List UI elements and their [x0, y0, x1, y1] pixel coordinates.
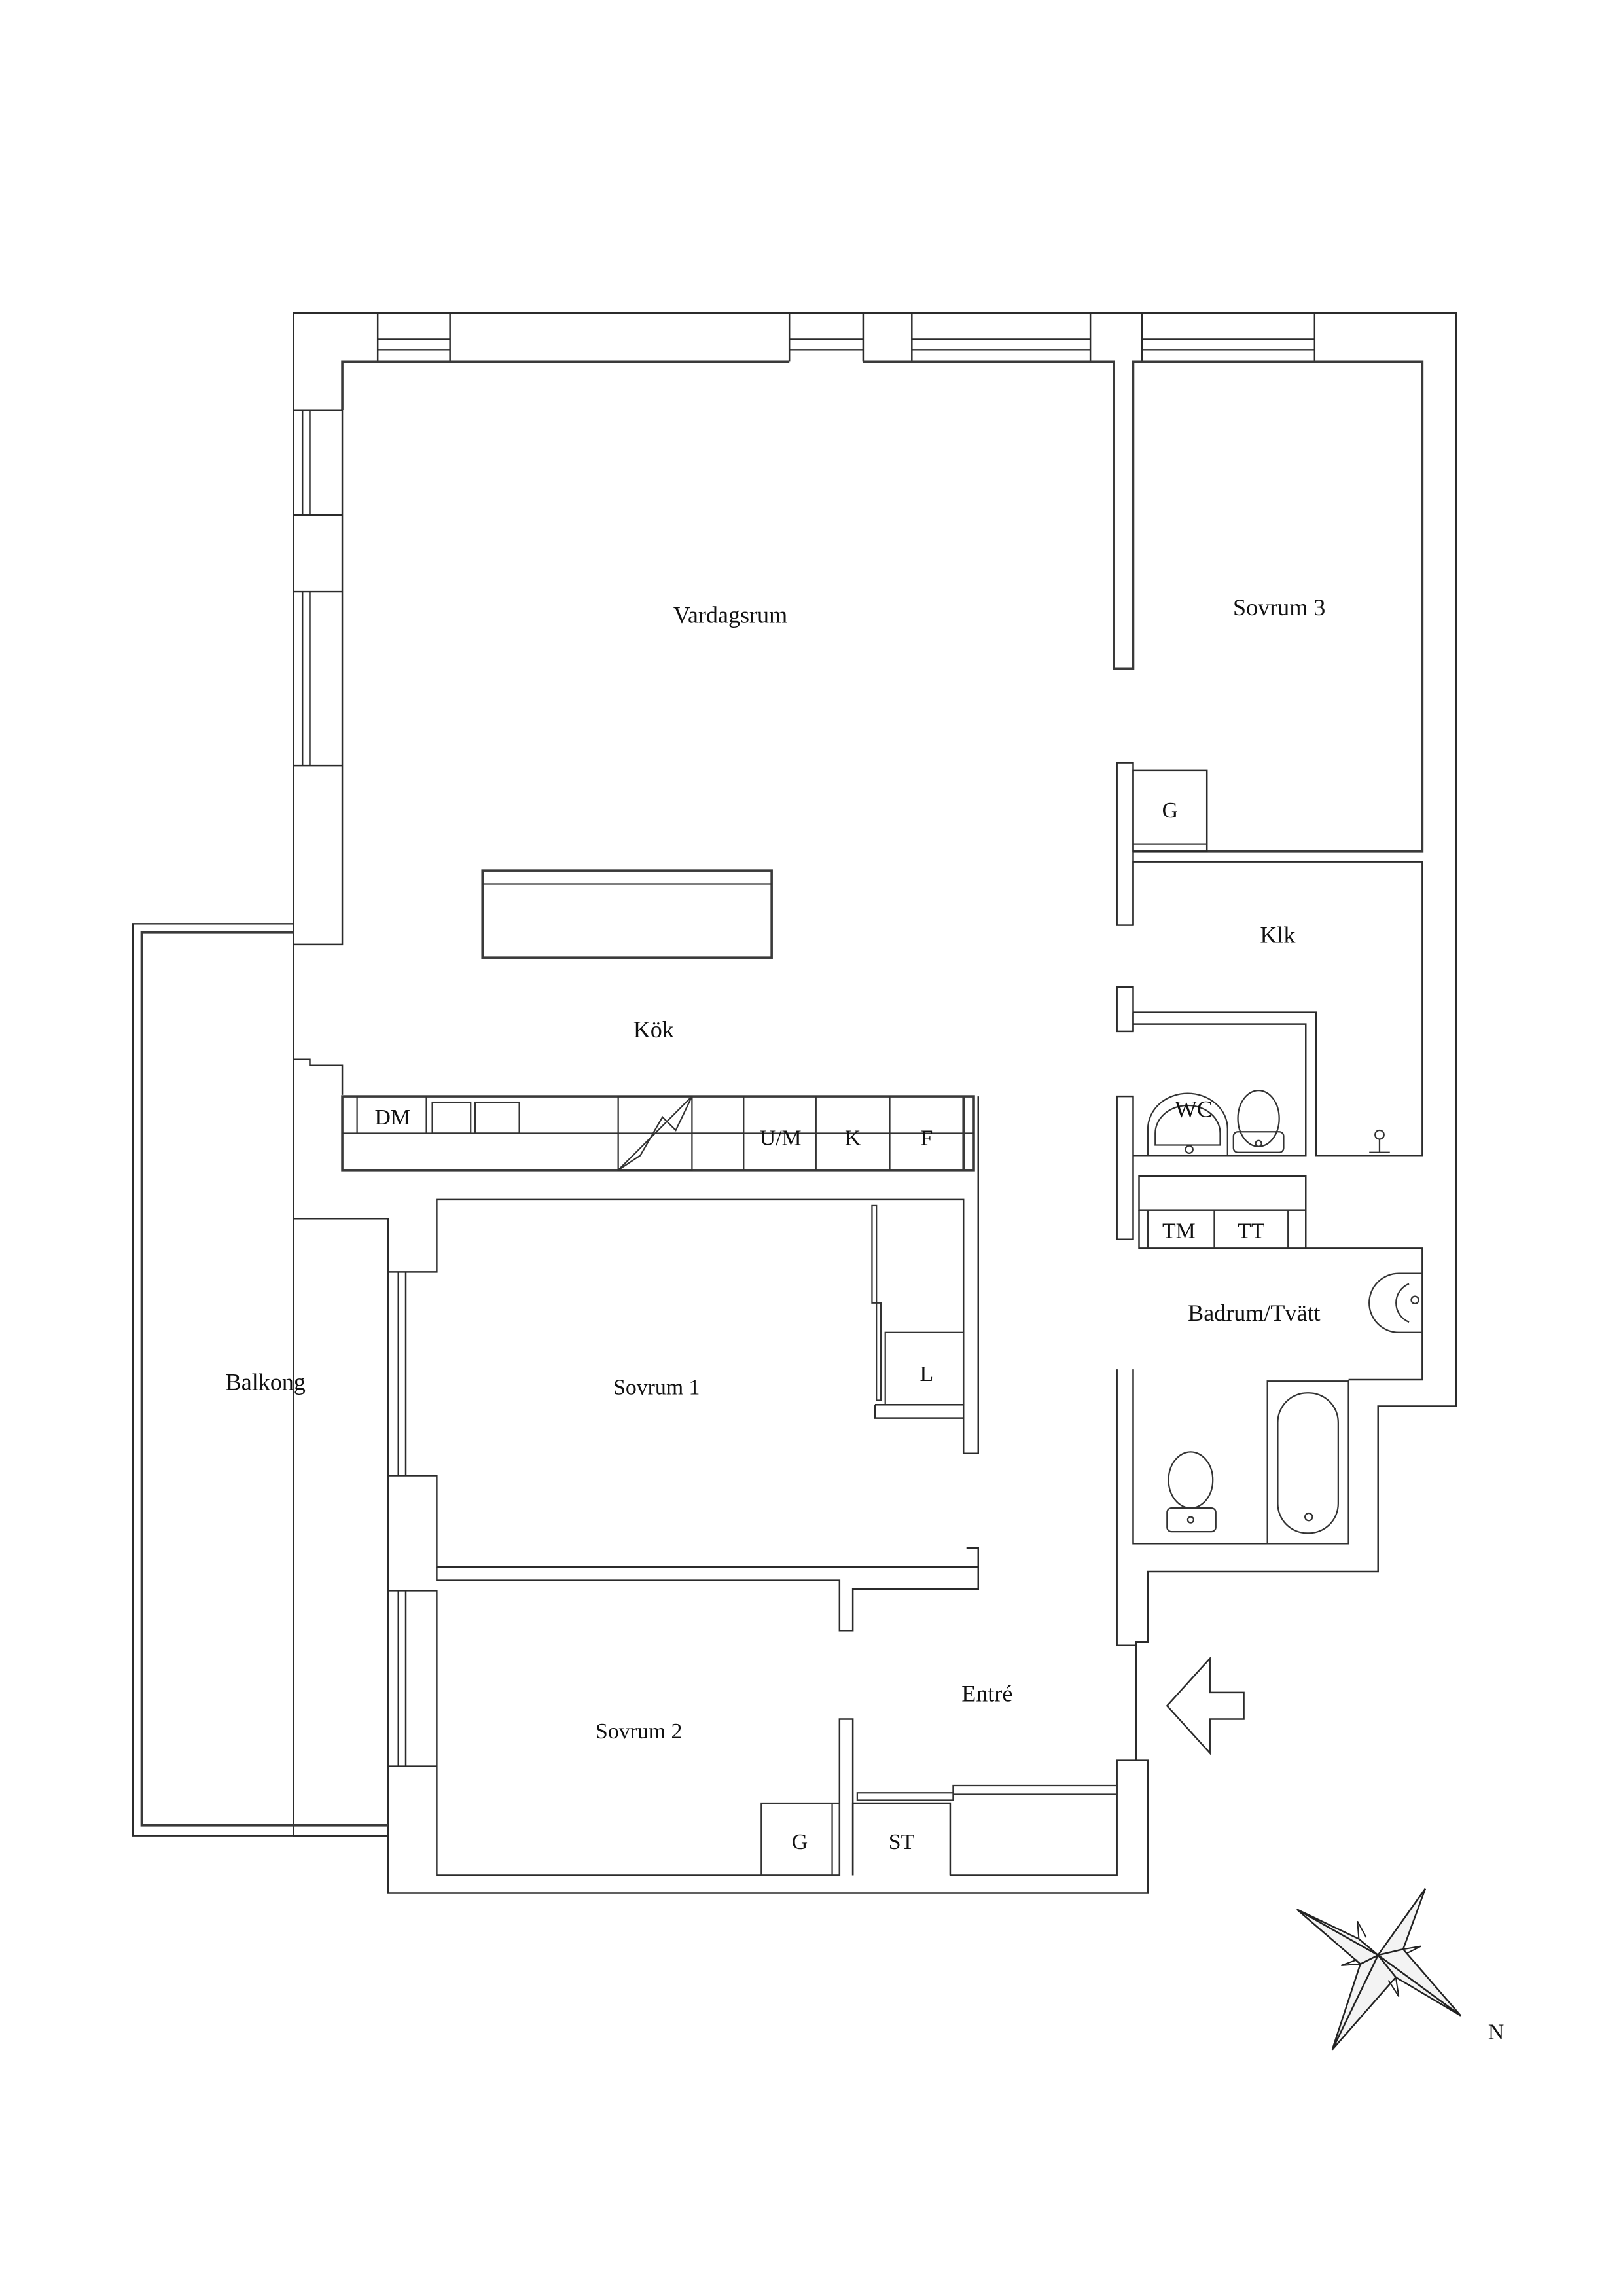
room-label-sovrum2: Sovrum 2 [596, 1719, 682, 1744]
outer-walls [293, 312, 1457, 1894]
room-label-balkong: Balkong [226, 1369, 306, 1395]
appliance-label-dm: DM [374, 1105, 410, 1130]
room-label-sovrum1: Sovrum 1 [613, 1376, 700, 1400]
room-label-kok: Kök [633, 1016, 675, 1043]
sovrum3-closet: G [1116, 762, 1208, 926]
room-label-klk: Klk [1260, 922, 1296, 948]
room-labels: Vardagsrum Sovrum 3 Kök Klk WC Badrum/Tv… [226, 594, 1326, 1744]
appliance-label-f: F [920, 1126, 933, 1150]
entry-walls: ST [851, 1656, 1245, 1876]
wc-fixtures [1147, 1089, 1285, 1156]
closet-label-g-sovrum2: G [792, 1830, 808, 1854]
appliance-label-um: U/M [760, 1126, 802, 1150]
kitchen-island [481, 869, 773, 959]
top-windows [376, 312, 1316, 362]
compass-rose-icon: N [1296, 1888, 1504, 2051]
closet-label-g-sovrum3: G [1162, 798, 1178, 823]
appliance-label-tt: TT [1238, 1219, 1265, 1244]
bathroom-walls: TM TT [1116, 1175, 1423, 1647]
living-room-walls [293, 360, 1424, 1095]
storage-label-st: ST [889, 1830, 915, 1854]
klk-walls [1116, 861, 1423, 1241]
room-label-entre: Entré [961, 1680, 1012, 1706]
kitchen-counter: DM U/M K F [341, 1095, 975, 1172]
room-label-sovrum3: Sovrum 3 [1233, 594, 1325, 620]
closet-label-l: L [920, 1362, 934, 1386]
room-label-wc: WC [1175, 1096, 1213, 1122]
sovrum1-walls: L [387, 1096, 979, 1568]
balcony [132, 923, 388, 1837]
room-label-badrum: Badrum/Tvätt [1188, 1300, 1320, 1326]
appliance-label-tm: TM [1162, 1219, 1196, 1244]
sovrum2-walls: G [387, 1475, 979, 1876]
appliance-label-k: K [845, 1126, 861, 1150]
compass-north-label: N [1488, 2020, 1504, 2045]
room-label-vardagsrum: Vardagsrum [673, 601, 787, 628]
entrance-arrow-icon [1166, 1656, 1245, 1755]
